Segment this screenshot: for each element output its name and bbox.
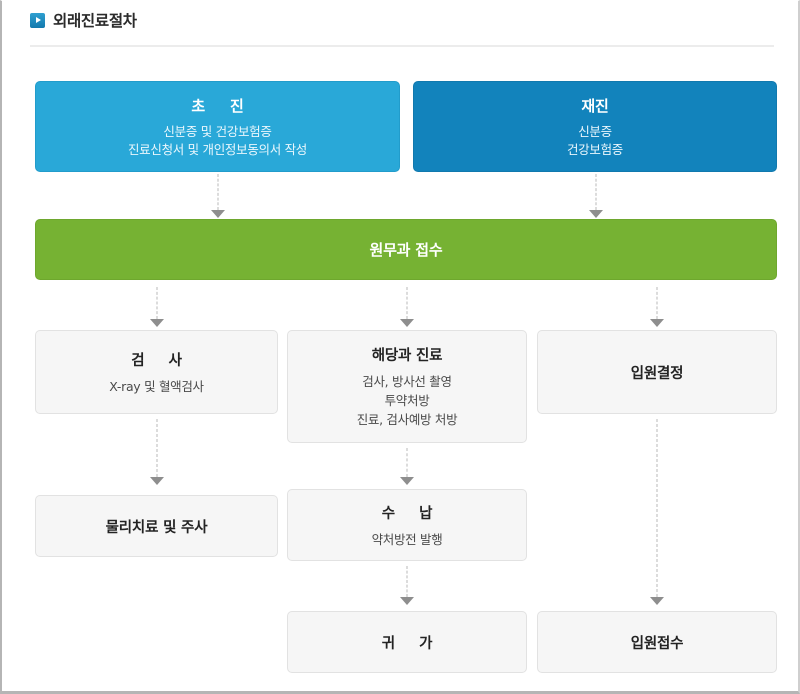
- node-payment-line-1: 약처방전 발행: [371, 531, 443, 547]
- node-examination-line-1: X-ray 및 혈액검사: [109, 378, 204, 394]
- node-admission-reception[interactable]: 입원접수: [537, 611, 777, 673]
- node-admission-decision[interactable]: 입원결정: [537, 330, 777, 414]
- node-revisit-title: 재진: [581, 96, 609, 115]
- node-payment-title: 수 납: [381, 505, 433, 522]
- arrowhead-icon: [650, 597, 664, 605]
- node-revisit-line-2: 건강보험증: [566, 141, 623, 157]
- header-divider: [30, 45, 774, 47]
- node-revisit[interactable]: 재진 신분증 건강보험증: [413, 81, 777, 172]
- node-reception[interactable]: 원무과 접수: [35, 219, 777, 280]
- arrowhead-icon: [400, 597, 414, 605]
- header-row: 외래진료절차: [30, 9, 137, 31]
- arrowhead-icon: [211, 210, 225, 218]
- connector-department-to-payment: [399, 448, 415, 485]
- connector-revisit-to-reception: [588, 174, 604, 218]
- node-first-visit-line-2: 진료신청서 및 개인정보동의서 작성: [127, 141, 308, 157]
- arrowhead-icon: [400, 319, 414, 327]
- node-payment[interactable]: 수 납 약처방전 발행: [287, 489, 527, 561]
- node-go-home[interactable]: 귀 가: [287, 611, 527, 673]
- node-physiotherapy-injection[interactable]: 물리치료 및 주사: [35, 495, 278, 557]
- play-triangle-icon: [30, 12, 45, 28]
- connector-reception-to-department: [399, 287, 415, 327]
- node-examination-title: 검 사: [131, 352, 182, 369]
- connector-first-visit-to-reception: [210, 174, 226, 218]
- connector-payment-to-go-home: [399, 566, 415, 605]
- node-go-home-title: 귀 가: [381, 635, 433, 652]
- page-title: 외래진료절차: [53, 12, 137, 30]
- arrowhead-icon: [150, 319, 164, 327]
- connector-reception-to-examination: [149, 287, 165, 327]
- node-department-treatment-line-1: 검사, 방사선 촬영: [362, 374, 452, 389]
- page-header: 외래진료절차: [2, 1, 798, 49]
- node-department-treatment[interactable]: 해당과 진료 검사, 방사선 촬영 투약처방 진료, 검사예방 처방: [287, 330, 527, 443]
- node-reception-title: 원무과 접수: [369, 241, 443, 259]
- arrowhead-icon: [589, 210, 603, 218]
- node-department-treatment-title: 해당과 진료: [371, 348, 443, 364]
- node-first-visit-line-1: 신분증 및 건강보험증: [163, 123, 272, 139]
- connector-reception-to-admission-decision: [649, 287, 665, 327]
- node-first-visit[interactable]: 초 진 신분증 및 건강보험증 진료신청서 및 개인정보동의서 작성: [35, 81, 400, 172]
- connector-examination-to-physiotherapy: [149, 419, 165, 485]
- node-department-treatment-line-2: 투약처방: [384, 393, 430, 408]
- arrowhead-icon: [150, 477, 164, 485]
- node-physiotherapy-injection-title: 물리치료 및 주사: [105, 519, 208, 536]
- arrowhead-icon: [650, 319, 664, 327]
- node-department-treatment-line-3: 진료, 검사예방 처방: [356, 412, 458, 427]
- arrowhead-icon: [400, 477, 414, 485]
- node-first-visit-title: 초 진: [191, 96, 244, 115]
- node-revisit-line-1: 신분증: [578, 123, 612, 139]
- connector-admission-decision-to-admission-reception: [649, 419, 665, 605]
- node-admission-reception-title: 입원접수: [630, 635, 684, 652]
- node-admission-decision-title: 입원결정: [630, 365, 684, 382]
- node-examination[interactable]: 검 사 X-ray 및 혈액검사: [35, 330, 278, 414]
